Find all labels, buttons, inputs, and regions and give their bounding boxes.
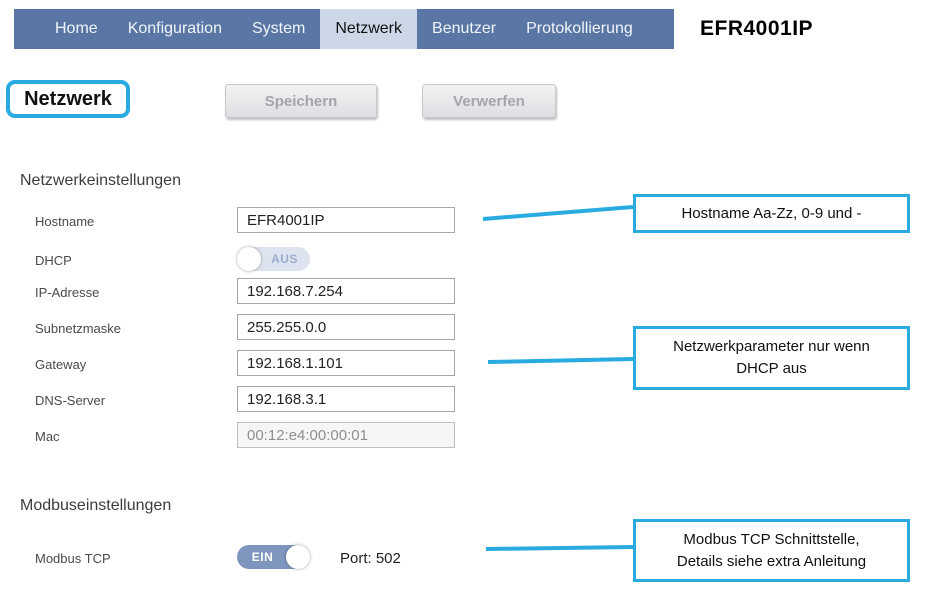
gateway-label: Gateway (35, 357, 87, 372)
dhcp-toggle-state: AUS (271, 252, 298, 266)
dhcp-toggle[interactable]: AUS (237, 247, 310, 271)
callout-modbus-hint: Modbus TCP Schnittstelle, Details siehe … (633, 519, 910, 582)
dhcp-toggle-knob (237, 247, 261, 271)
ip-address-input[interactable] (237, 278, 455, 304)
discard-button[interactable]: Verwerfen (422, 84, 556, 118)
main-nav: Home Konfiguration System Netzwerk Benut… (14, 9, 674, 49)
ip-address-label: IP-Adresse (35, 285, 100, 300)
page-heading-annotation-frame: Netzwerk (6, 80, 130, 118)
mac-label: Mac (35, 429, 60, 444)
modbus-tcp-toggle[interactable]: EIN (237, 545, 310, 569)
nav-item-konfiguration[interactable]: Konfiguration (127, 20, 222, 37)
nav-item-system[interactable]: System (251, 20, 306, 37)
callout-dhcp-hint: Netzwerkparameter nur wenn DHCP aus (633, 326, 910, 390)
modbus-section-title: Modbuseinstellungen (20, 497, 172, 514)
gateway-input[interactable] (237, 350, 455, 376)
modbus-port-text: Port: 502 (340, 550, 401, 567)
dns-server-input[interactable] (237, 386, 455, 412)
save-button[interactable]: Speichern (225, 84, 377, 118)
network-section-title: Netzwerkeinstellungen (20, 172, 181, 189)
hostname-input[interactable] (237, 207, 455, 233)
subnet-mask-label: Subnetzmaske (35, 321, 121, 336)
dhcp-label: DHCP (35, 253, 72, 268)
modbus-tcp-toggle-knob (286, 545, 310, 569)
hostname-label: Hostname (35, 214, 95, 229)
modbus-tcp-label: Modbus TCP (35, 551, 111, 566)
nav-item-benutzer[interactable]: Benutzer (432, 20, 497, 37)
modbus-tcp-toggle-state: EIN (251, 550, 274, 564)
mac-input (237, 422, 455, 448)
subnet-mask-input[interactable] (237, 314, 455, 340)
nav-item-home[interactable]: Home (55, 20, 98, 37)
nav-item-netzwerk[interactable]: Netzwerk (320, 9, 418, 49)
nav-item-protokollierung[interactable]: Protokollierung (526, 20, 633, 37)
page-title: Netzwerk (24, 87, 112, 110)
dns-server-label: DNS-Server (35, 393, 106, 408)
callout-hostname-hint: Hostname Aa-Zz, 0-9 und - (633, 194, 910, 233)
device-title: EFR4001IP (700, 17, 814, 40)
